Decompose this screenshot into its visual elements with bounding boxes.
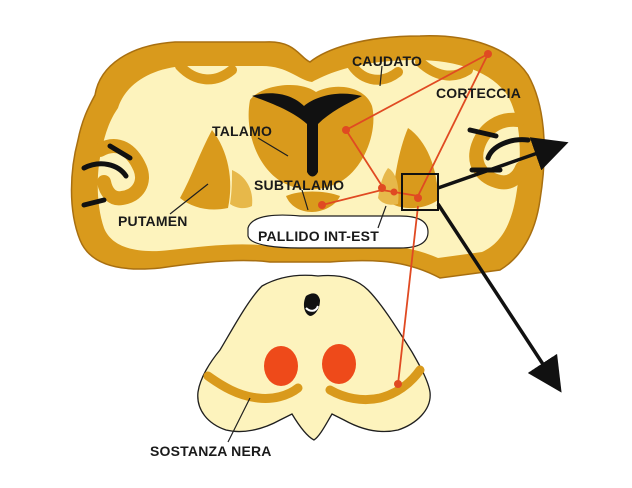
node-nigra — [394, 380, 402, 388]
label-subtalamo: SUBTALAMO — [254, 177, 344, 193]
label-talamo: TALAMO — [212, 123, 272, 139]
label-pallido: PALLIDO INT-EST — [258, 228, 379, 244]
node-thalamus — [342, 126, 350, 134]
midbrain-section — [198, 275, 430, 440]
node-pallidum-int — [391, 189, 398, 196]
label-corteccia: CORTECCIA — [436, 85, 521, 101]
node-cortex — [484, 50, 492, 58]
right-red-nucleus — [322, 344, 356, 384]
label-putamen: PUTAMEN — [118, 213, 188, 229]
node-striatum — [414, 194, 422, 202]
label-caudato: CAUDATO — [352, 53, 422, 69]
label-sostanza-nera: SOSTANZA NERA — [150, 443, 272, 459]
node-subthalamus — [318, 201, 326, 209]
node-pallidum-ext — [378, 184, 386, 192]
left-red-nucleus — [264, 346, 298, 386]
